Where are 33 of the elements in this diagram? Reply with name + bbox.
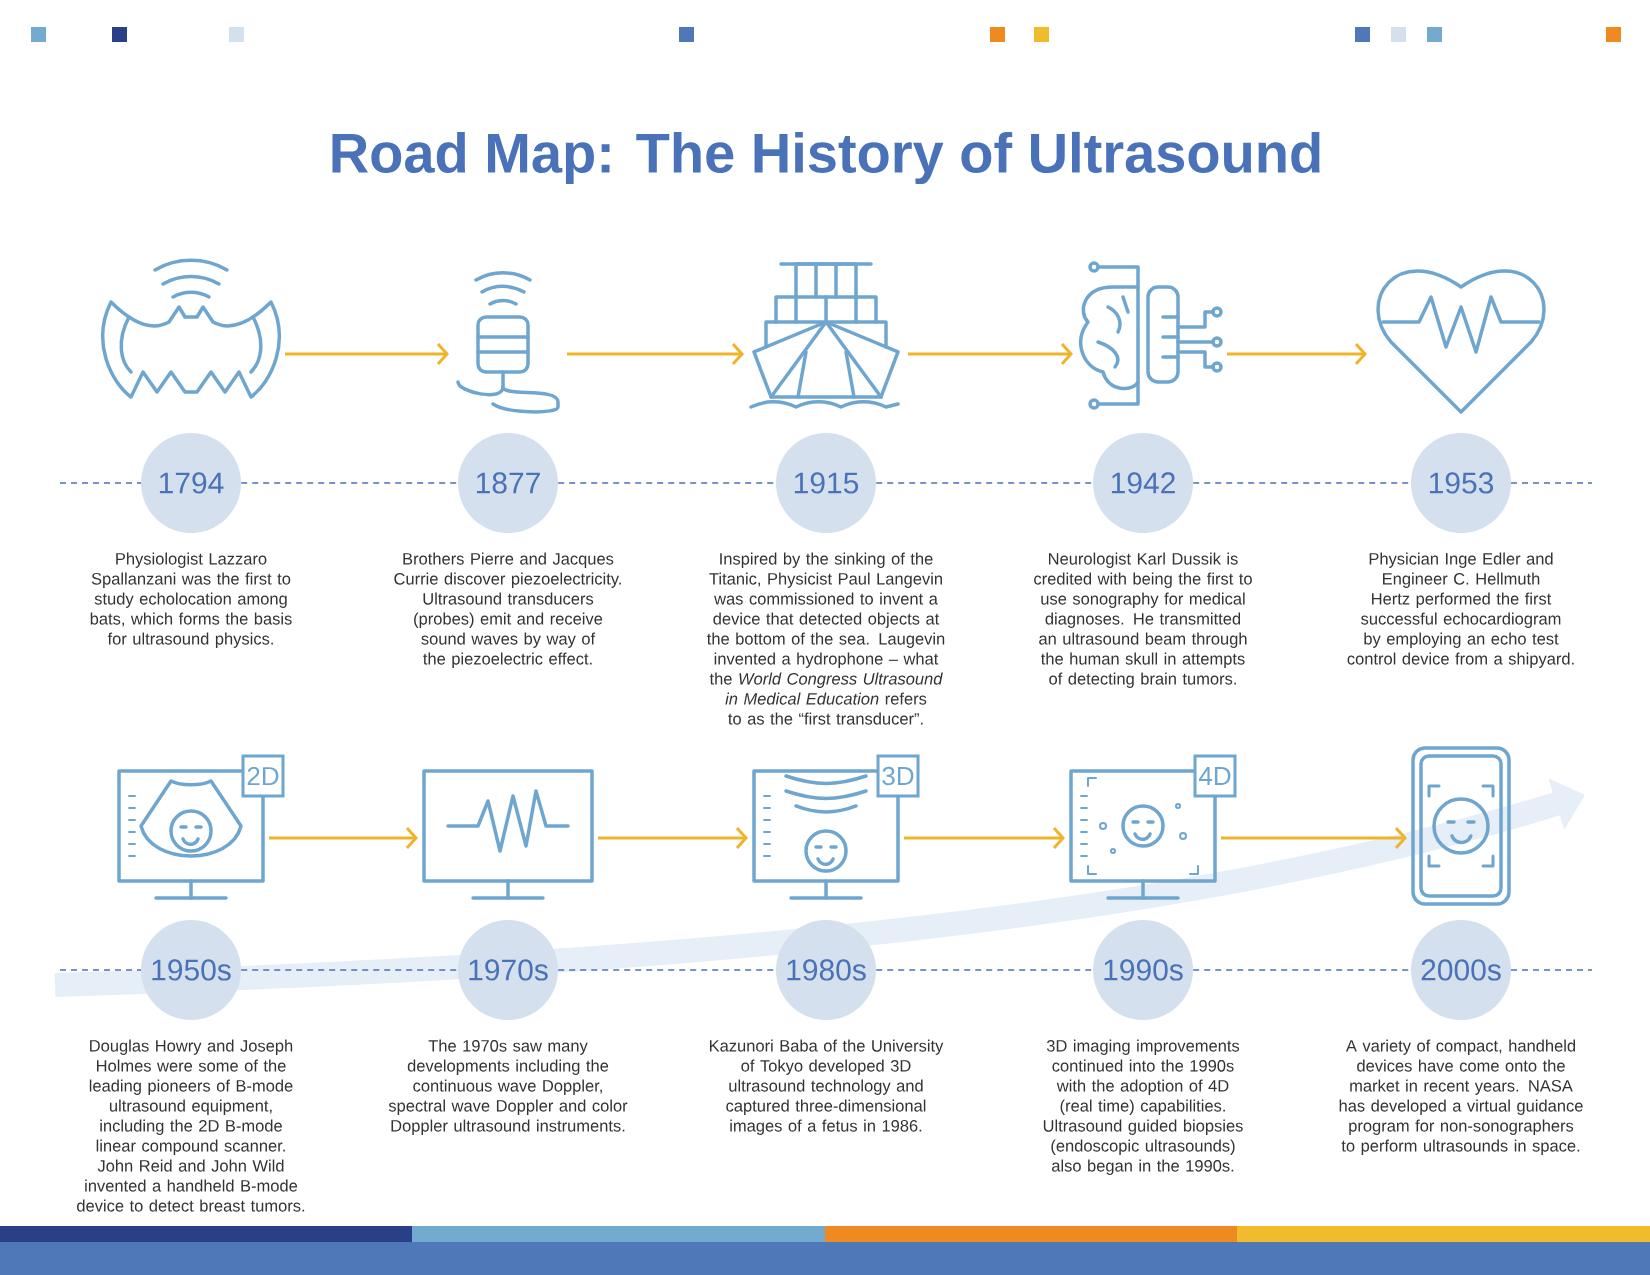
dimension-badge: 3D (876, 754, 920, 798)
arrow (598, 827, 748, 849)
timeline-line (240, 969, 459, 971)
description-text: Brothers Pierre and Jacques Currie discover piezoelectricity. Ultrasound transducers (probes) emit and receive sound waves by way of the piezoelectric effect. (394, 552, 621, 668)
timeline-line (240, 482, 459, 484)
description-text: A variety of compact, handheld devices have come onto the market in recent years. NASA has developed a virtual guidance program for non-sonographers to perform ultrasounds in space. (1339, 1039, 1583, 1155)
dimension-badge: 4D (1193, 754, 1237, 798)
description-text: Douglas Howry and Joseph Holmes were some of the leading pioneers of B-mode ultrasound equipment, including the 2D B-mode linear compound scanner. John Reid and John Wild invented a handheld B-mode device to detect breast tumors. (77, 1039, 305, 1212)
probe-drawing (456, 271, 560, 414)
arrow (269, 827, 418, 849)
arrow (904, 827, 1065, 849)
description-text: 3D imaging improvements continued into the 1990s with the adoption of 4D (real time) capabilities. Ultrasound guided biopsies (endoscopic ultrasounds) also began in the 1990s. (1043, 1039, 1243, 1175)
timeline-line (875, 482, 1094, 484)
phone-drawing (1411, 746, 1511, 906)
description-text: Physiologist Lazzaro Spallanzani was the first to study echolocation among bats, which forms the basis for ultrasound physics. (90, 552, 292, 648)
brain-drawing (1079, 261, 1223, 410)
bat-drawing (101, 258, 281, 399)
arrow (1227, 343, 1367, 365)
dimension-badge: 2D (241, 754, 285, 798)
description-text: Inspired by the sinking of the Titanic, Physicist Paul Langevin was commissioned to invent a device that detected objects at the bottom of the sea. Laugevin invented a hydrophone – what the World Congress Ultrasound in Medical Education refers to as the “first transducer”. (707, 552, 945, 725)
timeline-line (875, 969, 1094, 971)
monitor-drawing (422, 769, 594, 900)
arrow (567, 343, 744, 365)
description-text: Physician Inge Edler and Engineer C. Hellmuth Hertz performed the first successful echocardiogram by employing an echo test control device from a shipyard. (1347, 552, 1574, 668)
heart-drawing (1376, 269, 1546, 414)
description-text: Neurologist Karl Dussik is credited with being the first to use sonography for medical diagnoses. He transmitted an ultrasound beam through the human skull in attempts of detecting brain tumors. (1034, 552, 1252, 688)
title: Road Map: The History of Ultrasound (332, 131, 1320, 185)
description-text: Kazunori Baba of the University of Tokyo developed 3D ultrasound technology and captured three-dimensional images of a fetus in 1986. (709, 1039, 944, 1135)
description-text: The 1970s saw many developments including the continuous wave Doppler, spectral wave Doppler and color Doppler ultrasound instruments. (388, 1039, 628, 1135)
arrow (285, 343, 449, 365)
ship-drawing (749, 262, 900, 409)
arrow (1221, 827, 1407, 849)
arrow (908, 343, 1073, 365)
